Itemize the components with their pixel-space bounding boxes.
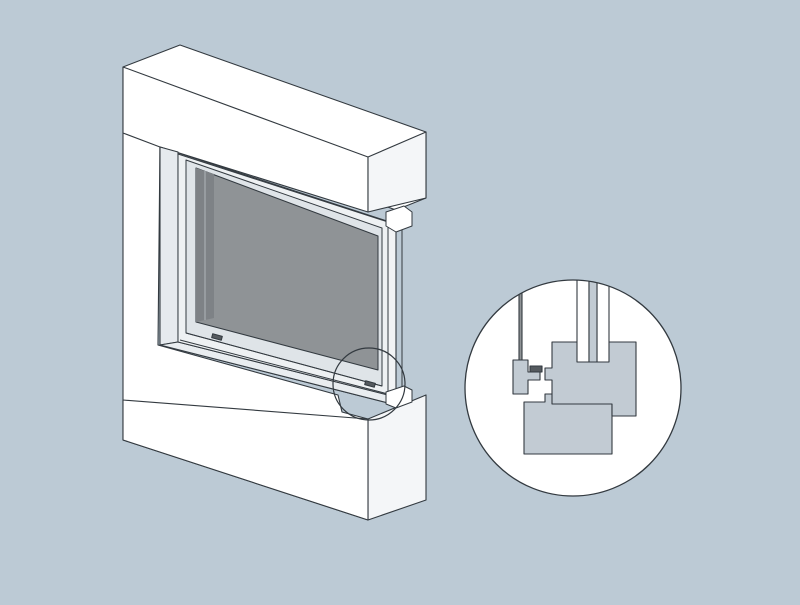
lintel-side-face [367,131,427,213]
detail-marker-circle [332,347,406,421]
section-sash [544,341,637,417]
gasket-left [211,333,223,341]
lintel-front-face [122,66,369,213]
section-glass-left [576,280,590,363]
bottom-profile [385,385,413,409]
sill-side-face [367,394,427,521]
section-glass-right [596,280,610,363]
section-screen-rail [512,359,541,395]
top-profile [385,205,413,233]
bottom-bead [185,332,383,387]
window-frame [177,153,413,409]
bottom-bead-2 [179,339,389,395]
reveal-left [159,146,179,346]
section-screen-mesh [518,289,523,361]
gasket-right [364,380,376,388]
section-glass-spacer [588,280,598,363]
section-gasket [529,365,543,373]
wall-block [122,44,427,521]
detail-enlargement [464,279,682,497]
sill-front-face [122,399,369,521]
detail-circle-outline [464,279,682,497]
